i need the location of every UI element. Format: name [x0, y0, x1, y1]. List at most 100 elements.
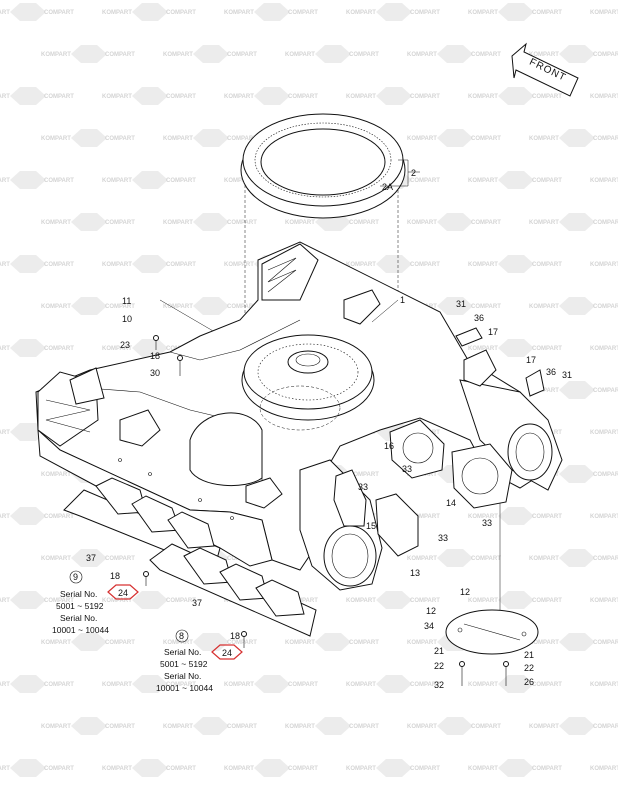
watermark-text: COMPART — [532, 346, 562, 352]
watermark-hex-icon — [193, 213, 229, 231]
watermark-text: COMPART — [593, 220, 618, 226]
watermark-hex-icon — [376, 3, 412, 21]
watermark-text: KOMPART — [102, 178, 132, 184]
watermark-text: KOMPART — [407, 556, 437, 562]
watermark-text: KOMPART — [346, 598, 376, 604]
watermark-text: COMPART — [410, 178, 440, 184]
watermark-text: KOMPART — [41, 220, 71, 226]
watermark-text: COMPART — [471, 556, 501, 562]
callout-37-right: 37 — [192, 598, 202, 608]
watermark-hex-icon — [437, 717, 473, 735]
watermark-text: COMPART — [105, 724, 135, 730]
callout-34: 34 — [424, 621, 434, 631]
watermark-text: KOMPART — [590, 766, 618, 772]
watermark-text: COMPART — [227, 724, 257, 730]
callout-33-a: 33 — [402, 464, 412, 474]
watermark-text: COMPART — [532, 514, 562, 520]
bottom-plate — [445, 609, 539, 655]
watermark-hex-icon — [437, 549, 473, 567]
callout-36-top: 36 — [474, 313, 484, 323]
watermark-text: KOMPART — [0, 682, 10, 688]
watermark-text: KOMPART — [102, 346, 132, 352]
watermark-text: KOMPART — [0, 178, 10, 184]
watermark-text: COMPART — [471, 52, 501, 58]
watermark-text: COMPART — [532, 94, 562, 100]
watermark-text: COMPART — [44, 514, 74, 520]
watermark-text: KOMPART — [0, 10, 10, 16]
watermark-text: KOMPART — [41, 136, 71, 142]
lower-frame — [35, 241, 563, 591]
watermark-text: COMPART — [593, 52, 618, 58]
watermark-text: KOMPART — [163, 724, 193, 730]
watermark-text: KOMPART — [407, 640, 437, 646]
watermark-text: KOMPART — [163, 52, 193, 58]
watermark-text: COMPART — [105, 220, 135, 226]
watermark-text: KOMPART — [346, 262, 376, 268]
watermark-hex-icon — [132, 759, 168, 777]
watermark-hex-icon — [498, 3, 534, 21]
callout-18-right: 18 — [230, 631, 240, 641]
watermark-text: KOMPART — [590, 10, 618, 16]
callout-9: 9 — [73, 572, 78, 582]
watermark-text: COMPART — [44, 766, 74, 772]
watermark-hex-icon — [132, 675, 168, 693]
watermark-text: KOMPART — [163, 136, 193, 142]
cover-plate-16 — [389, 419, 445, 479]
callout-12-top: 12 — [460, 587, 470, 597]
watermark-tile: KOMPART COMPART — [163, 129, 257, 147]
callout-31-right: 31 — [562, 370, 572, 380]
watermark-text: COMPART — [227, 136, 257, 142]
watermark-text: KOMPART — [224, 682, 254, 688]
watermark-text: KOMPART — [346, 10, 376, 16]
watermark-hex-icon — [437, 45, 473, 63]
watermark-text: KOMPART — [0, 514, 10, 520]
watermark-text: COMPART — [349, 724, 379, 730]
watermark-text: KOMPART — [102, 94, 132, 100]
watermark-text: KOMPART — [346, 766, 376, 772]
watermark-text: KOMPART — [41, 52, 71, 58]
serial-note-right-line4: 10001 ~ 10044 — [156, 683, 213, 693]
watermark-text: KOMPART — [529, 724, 559, 730]
watermark-hex-icon — [132, 339, 168, 357]
watermark-hex-icon — [254, 759, 290, 777]
watermark-text: COMPART — [532, 766, 562, 772]
watermark-hex-icon — [376, 759, 412, 777]
watermark-hex-icon — [254, 3, 290, 21]
watermark-text: COMPART — [288, 682, 318, 688]
callout-33-d: 33 — [438, 533, 448, 543]
callout-21-right: 21 — [524, 650, 534, 660]
watermark-text: COMPART — [166, 178, 196, 184]
callout-16: 16 — [384, 441, 394, 451]
cover-plates — [333, 419, 513, 557]
watermark-text: KOMPART — [102, 10, 132, 16]
watermark-hex-icon — [559, 45, 595, 63]
watermark-hex-icon — [376, 591, 412, 609]
track-guards — [63, 477, 317, 637]
watermark-hex-icon — [132, 171, 168, 189]
watermark-hex-icon — [376, 87, 412, 105]
watermark-text: KOMPART — [224, 94, 254, 100]
watermark-hex-icon — [71, 45, 107, 63]
watermark-hex-icon — [498, 255, 534, 273]
serial-note-left-line4: 10001 ~ 10044 — [52, 625, 109, 635]
watermark-text: KOMPART — [0, 94, 10, 100]
callout-36-right: 36 — [546, 367, 556, 377]
watermark-text: COMPART — [166, 682, 196, 688]
watermark-text: KOMPART — [529, 52, 559, 58]
watermark-hex-icon — [559, 633, 595, 651]
watermark-text: KOMPART — [102, 766, 132, 772]
